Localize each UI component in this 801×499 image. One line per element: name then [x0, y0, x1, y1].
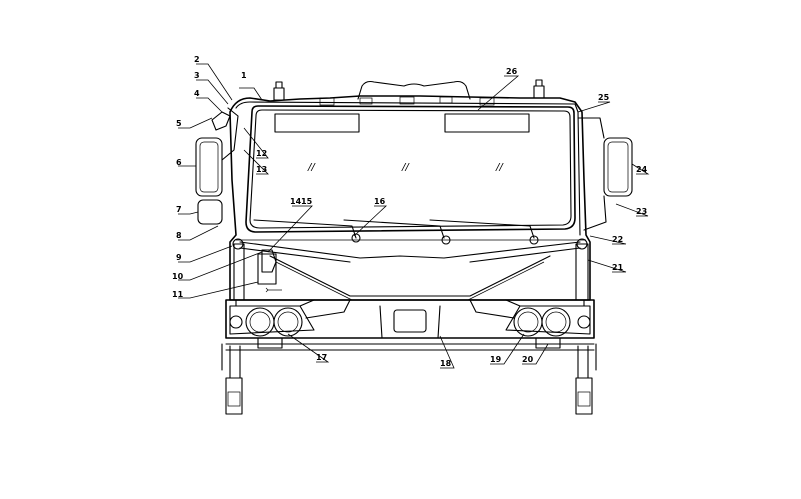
support-leg-right [575, 377, 593, 415]
mirror-left-lower [197, 199, 223, 225]
callout-18: 18 [440, 359, 452, 368]
callout-5: 5 [176, 119, 182, 128]
callout-20: 20 [522, 355, 534, 364]
callout-8: 8 [176, 231, 182, 240]
callout-25: 25 [598, 93, 610, 102]
roof-details [273, 79, 545, 106]
lower-structure [221, 337, 597, 415]
roof-marker-lamp-right [533, 85, 545, 99]
glass-mark-center: // [401, 162, 410, 173]
mirror-left-main [195, 137, 223, 197]
callout-14: 14 [290, 197, 302, 206]
callout-11: 11 [172, 290, 184, 299]
callout-9: 9 [176, 253, 182, 262]
callout-13: 13 [256, 165, 267, 174]
sun-visor-left [274, 113, 360, 133]
callout-15: 15 [301, 197, 313, 206]
headlamp-left [229, 305, 315, 337]
callout-4: 4 [194, 89, 200, 98]
front-grille [232, 238, 589, 301]
callout-7: 7 [176, 205, 182, 214]
callout-16: 16 [374, 197, 386, 206]
callout-23: 23 [636, 207, 647, 216]
callout-21: 21 [612, 263, 624, 272]
callout-10: 10 [172, 272, 184, 281]
sun-visor-right [444, 113, 530, 133]
callout-22: 22 [612, 235, 623, 244]
callout-1: 1 [241, 71, 247, 80]
callout-17: 17 [316, 353, 327, 362]
mirror-right-main [603, 137, 633, 197]
callouts: 1 2 3 4 5 6 7 8 9 10 11 12 13 14 15 16 1… [172, 55, 648, 368]
leader-lines [178, 63, 650, 369]
mirrors [195, 107, 633, 231]
bumper [225, 299, 595, 351]
headlamp-right [505, 305, 591, 337]
callout-3: 3 [194, 71, 200, 80]
callout-6: 6 [176, 158, 182, 167]
windshield: // // // [245, 105, 576, 233]
callout-24: 24 [636, 165, 648, 174]
callout-2: 2 [194, 55, 200, 64]
glass-mark-right: // [495, 162, 504, 173]
support-leg-left [225, 377, 243, 415]
callout-26: 26 [506, 67, 518, 76]
callout-12: 12 [256, 149, 267, 158]
glass-mark-left: // [307, 162, 316, 173]
callout-19: 19 [490, 355, 502, 364]
license-plate-recess [393, 309, 427, 333]
roof-marker-lamp-left [273, 87, 285, 101]
cab-body [229, 95, 591, 301]
roof-grab-handle [357, 80, 471, 100]
